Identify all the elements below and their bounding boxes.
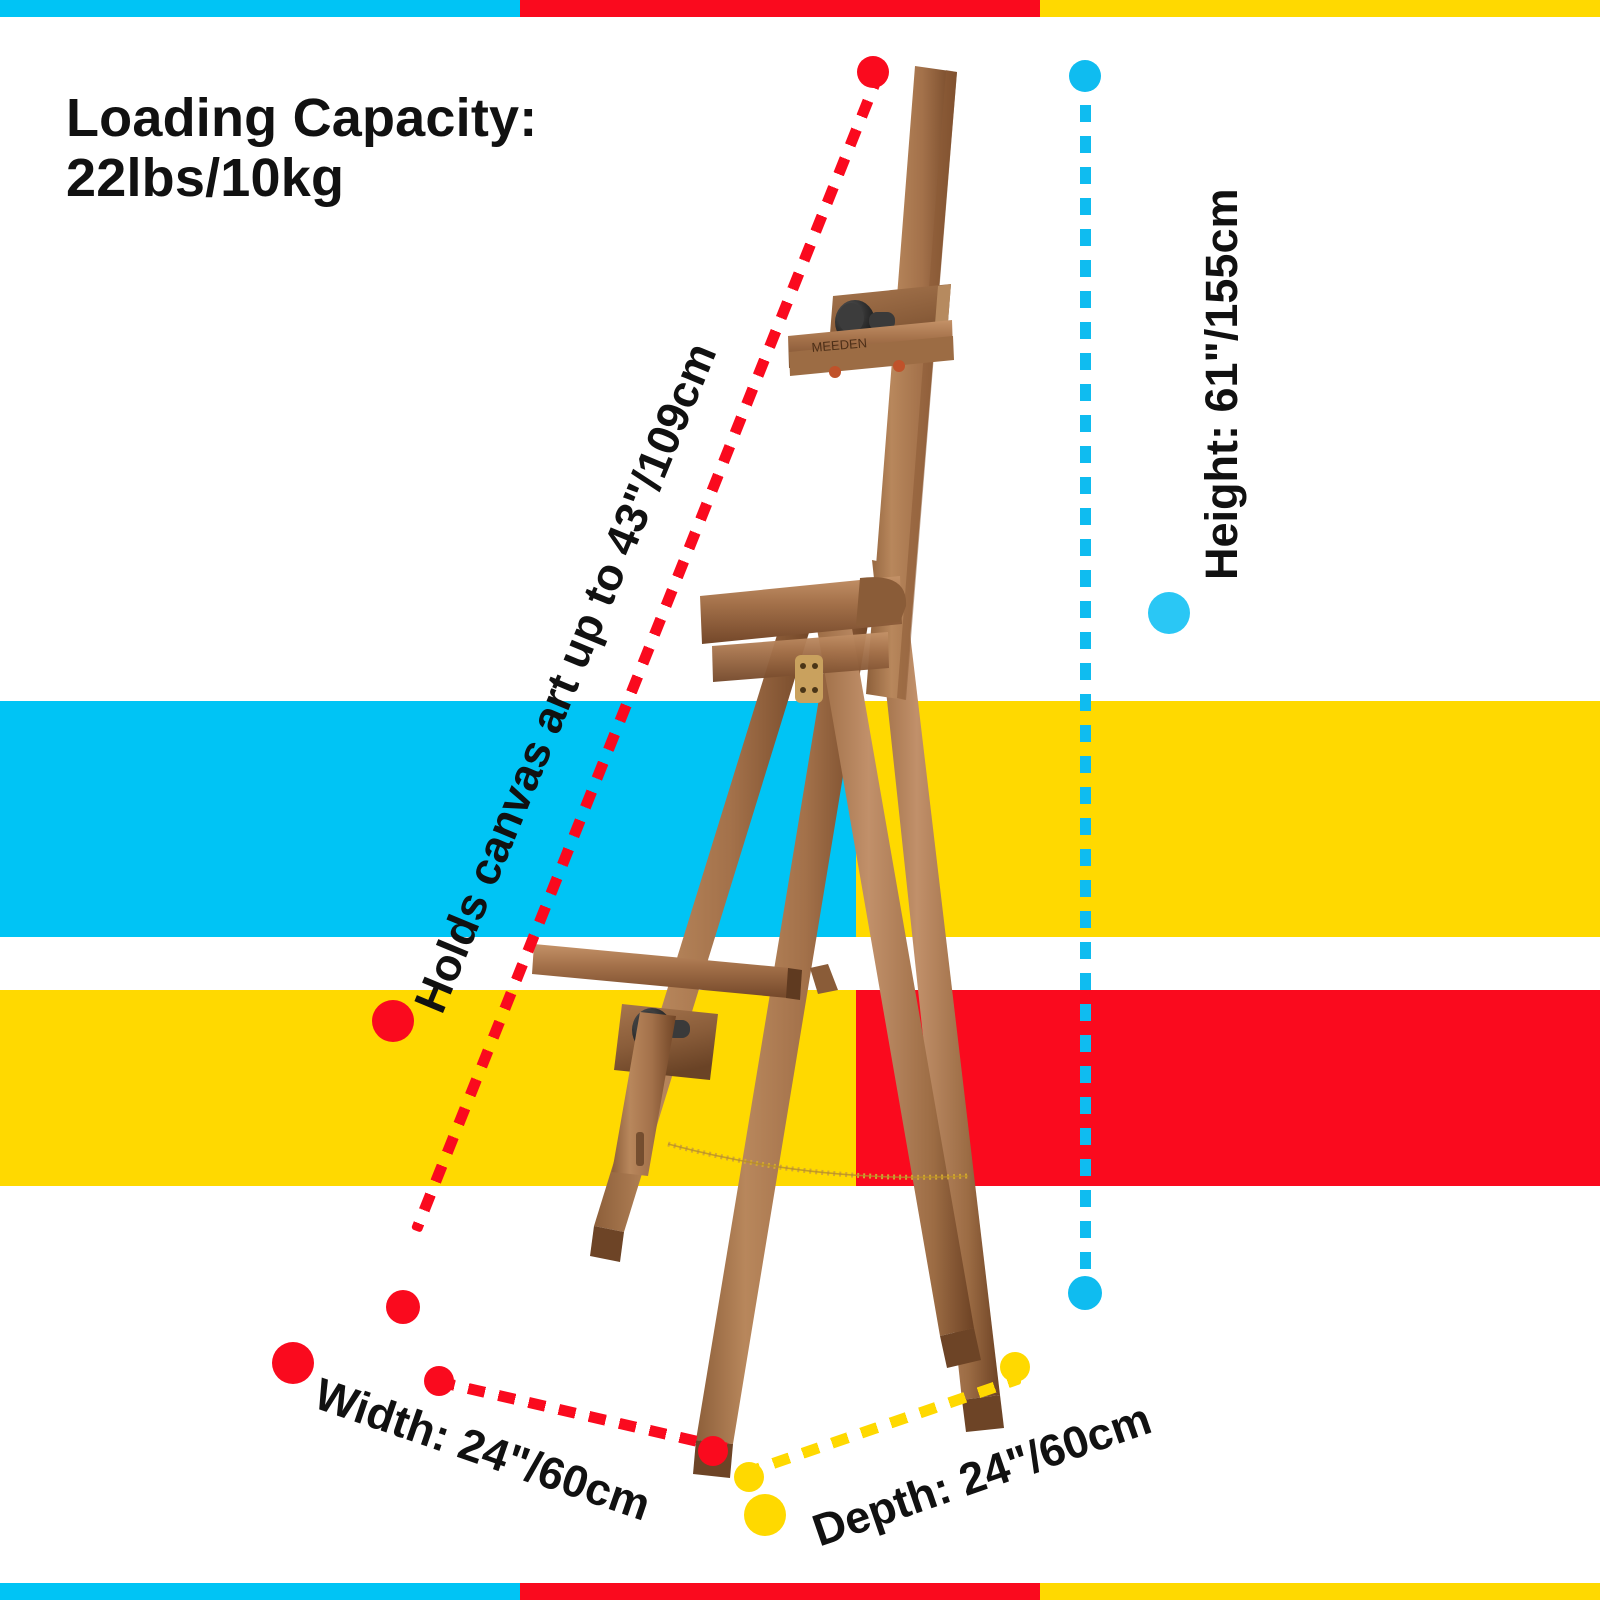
height-dot-bottom — [1068, 1276, 1102, 1310]
brand-engraving: MEEDEN — [811, 335, 868, 355]
top-bar-cyan-segment — [0, 0, 520, 17]
depth-dot-right — [1000, 1352, 1030, 1382]
depth-label: Depth: 24"/60cm — [806, 1392, 1158, 1557]
canvas-capacity-dot-top — [857, 56, 889, 88]
canvas-capacity-marker-dot — [372, 1000, 414, 1042]
easel-mid-beam — [712, 632, 889, 682]
bottom-color-bar — [0, 1583, 1600, 1600]
width-dot-left — [424, 1366, 454, 1396]
bottom-bar-red-segment — [520, 1583, 1040, 1600]
height-dot-top — [1069, 60, 1101, 92]
bottom-bar-yellow-segment — [1040, 1583, 1600, 1600]
top-color-bar — [0, 0, 1600, 17]
band-upper-right — [856, 701, 1600, 937]
easel-shoulder-beam — [700, 576, 907, 644]
width-dot-right — [698, 1436, 728, 1466]
top-bar-red-segment — [520, 0, 1040, 17]
depth-dot-left — [734, 1462, 764, 1492]
height-label: Height: 61"/155cm — [1196, 188, 1247, 581]
top-bar-yellow-segment — [1040, 0, 1600, 17]
easel-top-clamp: MEEDEN — [788, 284, 954, 378]
page-title: Loading Capacity: 22lbs/10kg — [66, 88, 538, 209]
easel-hinge — [795, 655, 823, 703]
canvas-capacity-dot-bottom — [386, 1290, 420, 1324]
width-marker-dot — [272, 1342, 314, 1384]
band-upper-left — [0, 701, 856, 937]
band-lower-left — [0, 990, 856, 1186]
depth-marker-dot — [744, 1494, 786, 1536]
height-marker-dot — [1148, 592, 1190, 634]
easel-mast — [866, 66, 957, 700]
bottom-bar-cyan-segment — [0, 1583, 520, 1600]
top-knob — [835, 300, 875, 344]
height-dashed-line — [1080, 74, 1091, 1290]
band-lower-right — [856, 990, 1600, 1186]
